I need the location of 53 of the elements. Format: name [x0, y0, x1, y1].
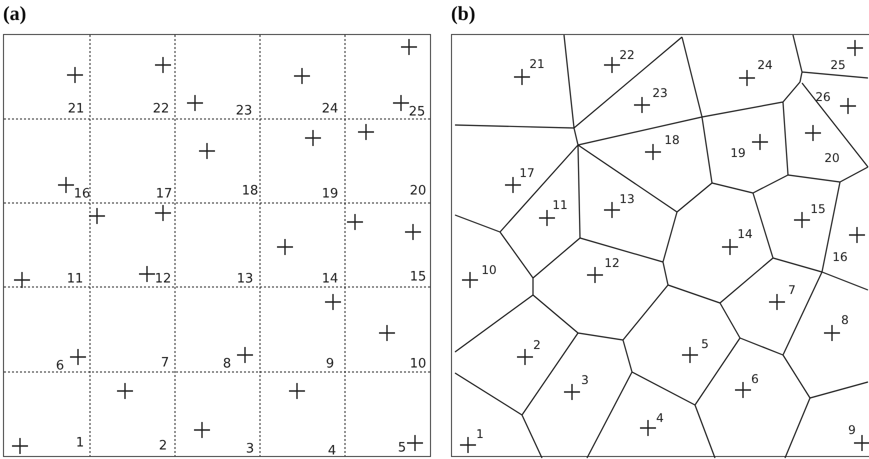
- point-number: 14: [322, 272, 338, 286]
- point-number: 19: [730, 147, 746, 159]
- point-number: 19: [322, 188, 338, 200]
- point-number: 17: [519, 167, 535, 179]
- point-number: 2: [533, 339, 541, 351]
- point-number: 13: [619, 193, 635, 205]
- point-number: 5: [398, 442, 406, 454]
- point-number: 6: [751, 373, 759, 385]
- point-number: 1: [76, 436, 84, 450]
- point-number: 11: [66, 272, 84, 286]
- point-number: 18: [664, 134, 680, 146]
- panel-label: (a): [3, 4, 26, 24]
- point-number: 6: [56, 360, 64, 372]
- point-number: 26: [815, 91, 831, 103]
- point-number: 2: [158, 440, 168, 452]
- point-number: 5: [701, 338, 709, 350]
- point-number: 21: [529, 58, 545, 70]
- point-number: 10: [481, 264, 497, 276]
- point-number: 4: [656, 412, 664, 424]
- point-number: 8: [841, 314, 849, 326]
- point-number: 24: [322, 102, 338, 116]
- point-number: 10: [410, 358, 426, 370]
- point-number: 21: [68, 102, 84, 116]
- point-number: 3: [246, 442, 254, 456]
- point-number: 7: [160, 356, 170, 370]
- point-number: 22: [152, 102, 170, 116]
- point-number: 16: [74, 188, 90, 200]
- point-number: 25: [408, 106, 426, 118]
- point-number: 9: [848, 424, 856, 436]
- point-number: 15: [410, 270, 426, 284]
- point-number: 20: [824, 152, 840, 164]
- point-number: 20: [410, 184, 426, 198]
- point-number: 22: [619, 49, 635, 61]
- point-number: 23: [652, 87, 668, 99]
- point-number: 18: [242, 184, 258, 198]
- point-number: 4: [328, 444, 336, 458]
- point-number: 14: [737, 228, 753, 240]
- point-number: 12: [154, 272, 172, 286]
- point-number: 8: [222, 358, 232, 370]
- point-number: 15: [810, 203, 826, 215]
- point-number: 13: [236, 272, 254, 286]
- point-number: 16: [832, 251, 848, 263]
- point-number: 3: [581, 374, 589, 386]
- point-number: 17: [156, 188, 172, 200]
- point-number: 23: [236, 104, 252, 118]
- point-number: 7: [788, 284, 796, 296]
- point-number: 25: [830, 59, 846, 71]
- point-number: 12: [604, 257, 620, 269]
- point-number: 24: [757, 59, 773, 71]
- point-number: 11: [552, 199, 568, 211]
- point-number: 1: [476, 428, 484, 440]
- point-number: 9: [326, 358, 334, 370]
- panel-label: (b): [451, 4, 476, 24]
